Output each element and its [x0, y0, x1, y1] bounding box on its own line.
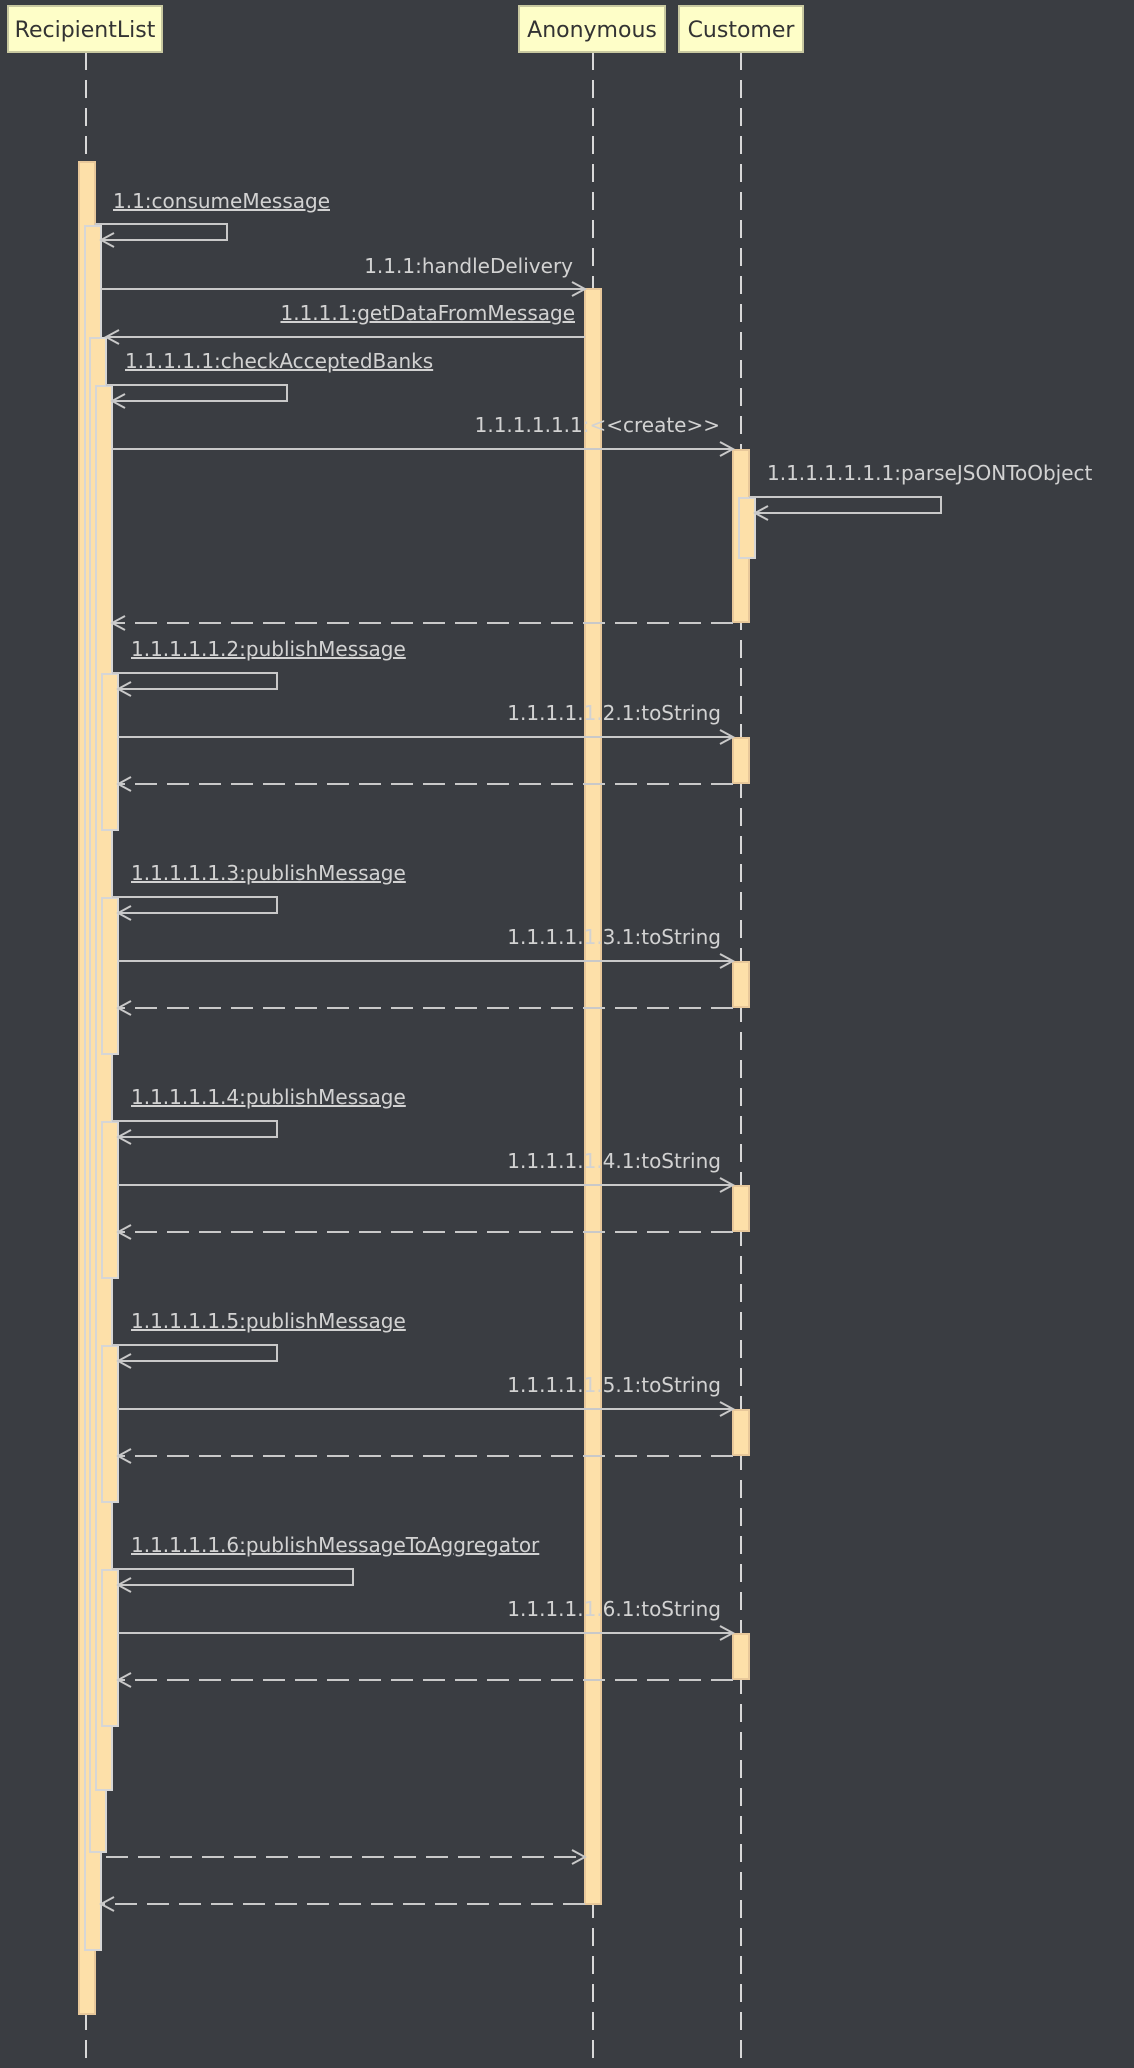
message-publish-message-3[interactable]: 1.1.1.1.1.3:publishMessage — [112, 861, 406, 913]
self-call-arrow — [112, 672, 278, 689]
activation-publish-6 — [101, 1569, 119, 1727]
message-label: 1.1.1.1.1.2.1:toString — [507, 701, 721, 725]
self-call-arrow — [106, 384, 288, 401]
message-label: 1.1.1.1.1.1.1:parseJSONToObject — [767, 461, 1093, 485]
self-call-arrow — [112, 1344, 278, 1361]
self-call-arrow — [112, 896, 278, 913]
activation-customer-tostring-5 — [732, 1409, 750, 1456]
message-label: 1.1.1:handleDelivery — [364, 254, 573, 278]
message-parse-json-to-object[interactable]: 1.1.1.1.1.1.1:parseJSONToObject — [749, 461, 1093, 513]
message-to-string-3[interactable]: 1.1.1.1.1.3.1:toString — [118, 925, 733, 961]
message-label: 1.1.1.1.1:checkAcceptedBanks — [125, 349, 433, 373]
message-label: 1.1.1.1.1.6:publishMessageToAggregator — [131, 1533, 540, 1557]
message-create[interactable]: 1.1.1.1.1.1:<<create>> — [112, 413, 733, 449]
participant-label: Anonymous — [527, 18, 657, 43]
participant-label: Customer — [688, 18, 796, 43]
message-label: 1.1:consumeMessage — [113, 189, 330, 213]
activation-customer-parse — [738, 497, 756, 559]
activation-publish-4 — [101, 1121, 119, 1279]
participant-label: RecipientList — [15, 18, 156, 43]
message-label: 1.1.1.1.1.5.1:toString — [507, 1373, 721, 1397]
message-publish-message-5[interactable]: 1.1.1.1.1.5:publishMessage — [112, 1309, 406, 1361]
activation-customer-tostring-2 — [732, 737, 750, 784]
message-to-string-6[interactable]: 1.1.1.1.1.6.1:toString — [118, 1597, 733, 1633]
message-to-string-2[interactable]: 1.1.1.1.1.2.1:toString — [118, 701, 733, 737]
activation-publish-2 — [101, 673, 119, 831]
participant-box — [7, 5, 163, 53]
message-label: 1.1.1.1.1.4.1:toString — [507, 1149, 721, 1173]
message-label: 1.1.1.1.1.6.1:toString — [507, 1597, 721, 1621]
participant-anonymous[interactable]: Anonymous — [518, 5, 666, 53]
message-get-data-from-message[interactable]: 1.1.1.1:getDataFromMessage — [106, 301, 585, 337]
activation-publish-3 — [101, 897, 119, 1055]
message-label: 1.1.1.1.1.3.1:toString — [507, 925, 721, 949]
activation-anonymous — [584, 288, 602, 1905]
message-check-accepted-banks[interactable]: 1.1.1.1.1:checkAcceptedBanks — [106, 349, 433, 401]
message-label: 1.1.1.1:getDataFromMessage — [280, 301, 575, 325]
message-label: 1.1.1.1.1.1:<<create>> — [475, 413, 720, 437]
participant-customer[interactable]: Customer — [678, 5, 804, 53]
message-handle-delivery[interactable]: 1.1.1:handleDelivery — [101, 254, 585, 289]
message-consume-message[interactable]: 1.1:consumeMessage — [95, 189, 330, 240]
self-call-arrow — [112, 1568, 354, 1585]
activation-customer-tostring-4 — [732, 1185, 750, 1232]
message-label: 1.1.1.1.1.3:publishMessage — [131, 861, 406, 885]
activation-customer-tostring-3 — [732, 961, 750, 1008]
self-call-arrow — [112, 1120, 278, 1137]
message-to-string-4[interactable]: 1.1.1.1.1.4.1:toString — [118, 1149, 733, 1185]
message-label: 1.1.1.1.1.2:publishMessage — [131, 637, 406, 661]
message-publish-message-to-aggregator[interactable]: 1.1.1.1.1.6:publishMessageToAggregator — [112, 1533, 540, 1585]
activation-publish-5 — [101, 1345, 119, 1503]
message-label: 1.1.1.1.1.4:publishMessage — [131, 1085, 406, 1109]
participant-box — [518, 5, 666, 53]
message-publish-message-4[interactable]: 1.1.1.1.1.4:publishMessage — [112, 1085, 406, 1137]
message-publish-message-2[interactable]: 1.1.1.1.1.2:publishMessage — [112, 637, 406, 689]
participant-box — [678, 5, 804, 53]
participant-recipientlist[interactable]: RecipientList — [7, 5, 163, 53]
message-to-string-5[interactable]: 1.1.1.1.1.5.1:toString — [118, 1373, 733, 1409]
self-call-arrow — [95, 223, 228, 240]
message-label: 1.1.1.1.1.5:publishMessage — [131, 1309, 406, 1333]
self-call-arrow — [749, 496, 942, 513]
activation-customer-tostring-6 — [732, 1633, 750, 1680]
